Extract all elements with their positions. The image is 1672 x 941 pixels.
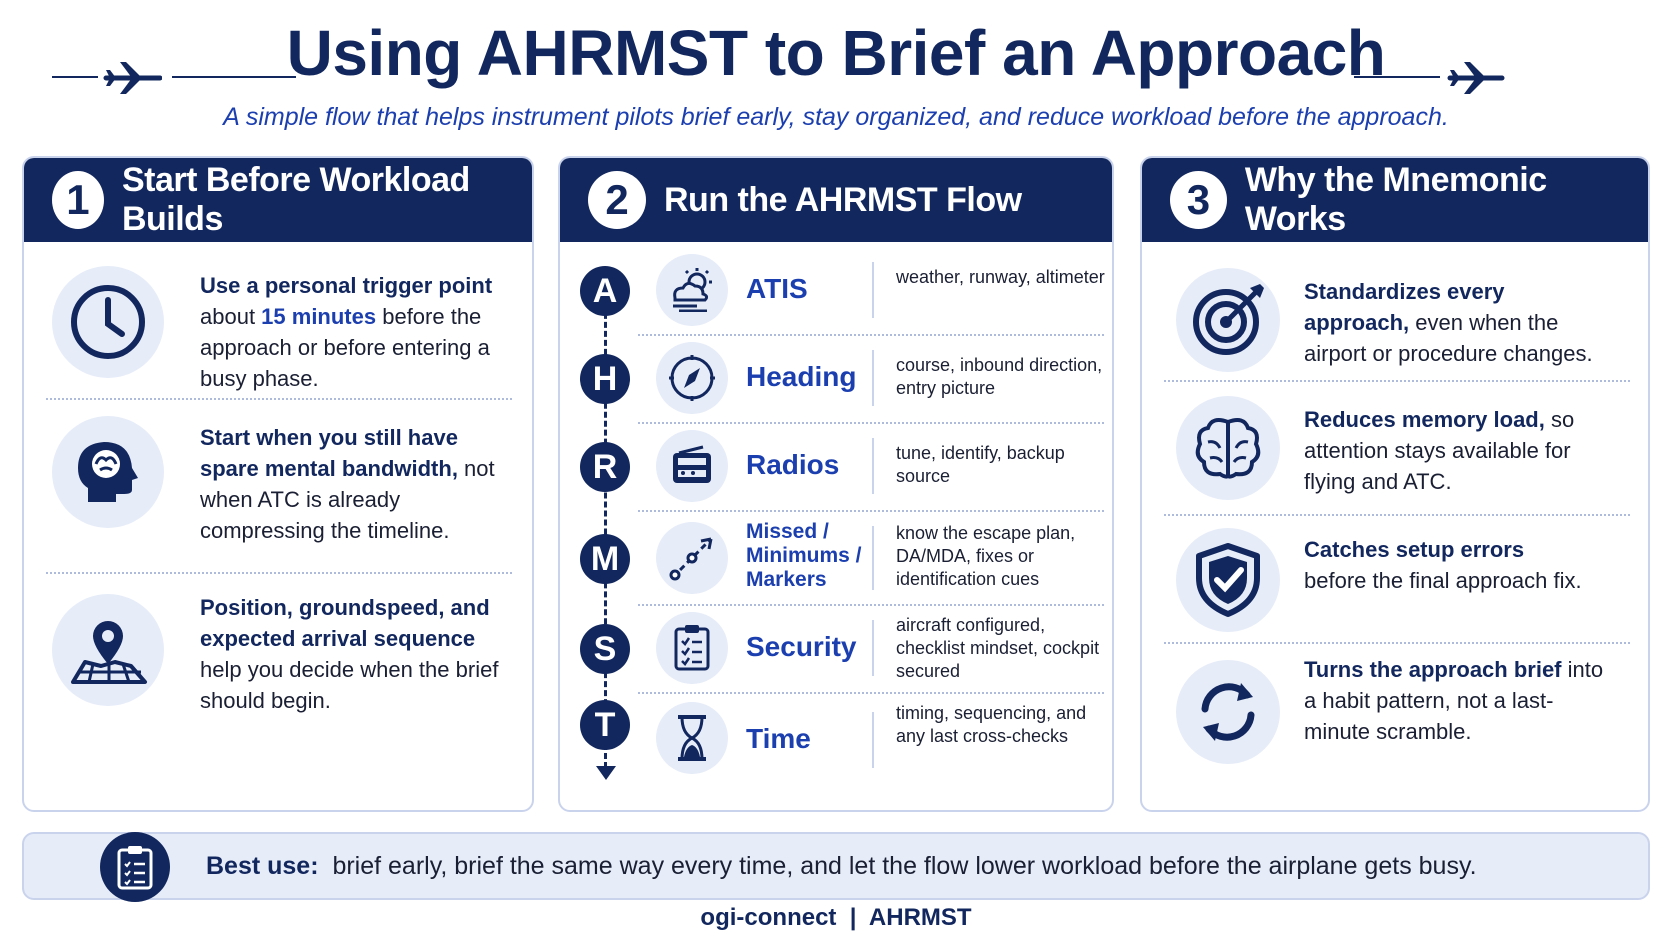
panel-header: 1 Start Before Workload Builds	[24, 158, 532, 242]
airplane-icon	[1447, 62, 1505, 94]
panel-title: Why the Mnemonic Works	[1244, 161, 1547, 238]
step-number-badge: 1	[52, 171, 104, 229]
flow-letter: A	[580, 266, 630, 316]
flow-item-desc: aircraft configured, checklist mindset, …	[896, 615, 1100, 681]
shield-check-icon	[1176, 528, 1280, 632]
item-text: Start when you still have spare mental b…	[200, 425, 495, 543]
best-use-body: brief early, brief the same way every ti…	[332, 852, 1477, 880]
divider	[1164, 642, 1630, 644]
title-rule-right	[1354, 76, 1440, 78]
step-number-badge: 3	[1170, 171, 1227, 229]
item-text: Position, groundspeed, and expected arri…	[200, 595, 499, 713]
divider	[638, 422, 1104, 424]
title-rule-left-short	[52, 76, 98, 78]
best-use-text: Best use: brief early, brief the same wa…	[206, 852, 1477, 881]
flow-item-desc: tune, identify, backup source	[896, 443, 1065, 486]
panel-title: Run the AHRMST Flow	[664, 180, 1022, 219]
panel-start-before-workload: 1 Start Before Workload Builds Use a per…	[22, 156, 534, 812]
header: Using AHRMST to Brief an Approach	[0, 14, 1672, 94]
divider	[1164, 514, 1630, 516]
panel-why-mnemonic-works: 3 Why the Mnemonic Works Standardizes ev…	[1140, 156, 1650, 812]
brain-head-icon	[52, 416, 164, 528]
page-title: Using AHRMST to Brief an Approach	[286, 17, 1386, 89]
flow-item-name: Radios	[746, 449, 840, 480]
step-number-badge: 2	[588, 171, 646, 229]
best-use-label: Best use:	[206, 852, 319, 880]
brain-icon	[1176, 396, 1280, 500]
footer-credit: ogi-connect | AHRMST	[700, 904, 972, 931]
flow-letter: R	[580, 442, 630, 492]
separator	[872, 350, 874, 406]
flow-item-name: Security	[746, 631, 857, 662]
title-rule-left	[172, 76, 296, 78]
item-text: Reduces memory load, so attention stays …	[1304, 407, 1575, 494]
flow-item-desc: timing, sequencing, and any last cross-c…	[896, 703, 1087, 746]
divider	[46, 572, 512, 574]
separator	[872, 620, 874, 676]
airplane-icon	[103, 62, 162, 94]
flight-path-icon	[656, 522, 728, 594]
separator	[872, 438, 874, 494]
flow-letter: H	[580, 354, 630, 404]
flow-item-name: ATIS	[746, 273, 808, 304]
clock-icon	[52, 266, 164, 378]
divider	[638, 692, 1104, 694]
divider	[638, 334, 1104, 336]
panel-header: 3 Why the Mnemonic Works	[1142, 158, 1648, 242]
checklist-icon	[656, 612, 728, 684]
cycle-icon	[1176, 660, 1280, 764]
flow-letter: S	[580, 624, 630, 674]
divider	[46, 398, 512, 400]
separator	[872, 526, 874, 590]
separator	[872, 712, 874, 768]
panel-title: Start Before Workload Builds	[121, 161, 470, 238]
flow-item-desc: weather, runway, altimeter	[896, 267, 1105, 287]
separator	[872, 262, 874, 318]
weather-icon	[656, 254, 728, 326]
best-use-banner: Best use: brief early, brief the same wa…	[22, 832, 1650, 902]
flow-item-desc: course, inbound direction, entry picture	[896, 355, 1103, 398]
map-pin-icon	[52, 594, 164, 706]
target-icon	[1176, 268, 1280, 372]
flow-item-desc: know the escape plan, DA/MDA, fixes or i…	[896, 523, 1076, 589]
divider	[638, 604, 1104, 606]
radio-icon	[656, 430, 728, 502]
compass-icon	[656, 342, 728, 414]
flow-item-name: Heading	[746, 361, 857, 392]
divider	[638, 510, 1104, 512]
panel-header: 2 Run the AHRMST Flow	[560, 158, 1112, 242]
flow-letter: M	[580, 534, 630, 584]
item-text: Turns the approach brief into a habit pa…	[1304, 657, 1604, 744]
arrow-down-icon	[596, 766, 616, 780]
hourglass-icon	[656, 702, 728, 774]
flow-item-name: Time	[746, 723, 811, 754]
panel-run-ahrmst-flow: 2 Run the AHRMST Flow A ATIS weather, ru…	[558, 156, 1114, 812]
flow-letter: T	[580, 700, 630, 750]
item-text: Catches setup errors before the final ap…	[1304, 537, 1582, 593]
flow-item-name: Missed / Minimums / Markers	[746, 520, 862, 591]
flow-timeline	[604, 268, 607, 768]
page-subtitle: A simple flow that helps instrument pilo…	[223, 103, 1449, 131]
divider	[1164, 380, 1630, 382]
clipboard-icon	[100, 832, 170, 902]
item-text: Standardizes every approach, even when t…	[1304, 279, 1593, 366]
